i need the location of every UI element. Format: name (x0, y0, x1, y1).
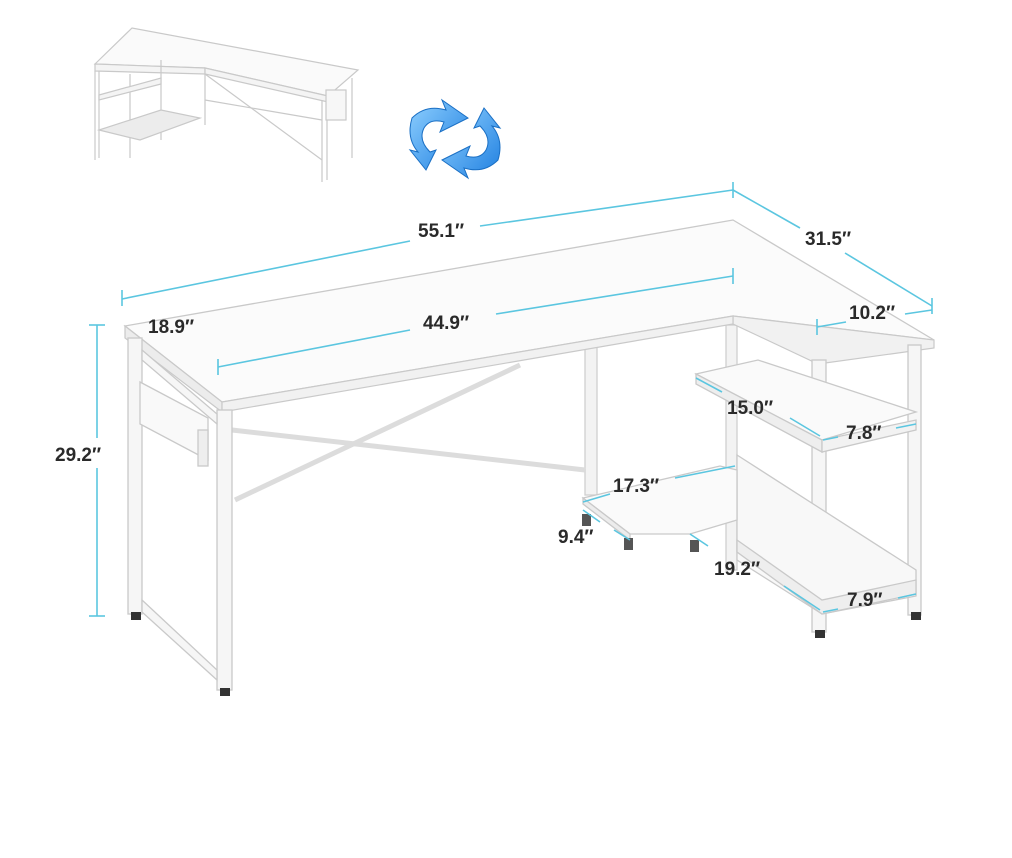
cpu-stand-length-label: 17.3″ (613, 476, 659, 497)
reversible-arrows-icon (408, 98, 502, 180)
main-depth-label: 18.9″ (148, 317, 194, 338)
cpu-stand-width-label: 9.4″ (558, 527, 594, 548)
thumbnail-desk (93, 27, 360, 182)
return-depth-label: 10.2″ (849, 303, 895, 324)
lower-shelf-depth-label: 7.9″ (847, 590, 883, 611)
overall-width-label: 31.5″ (805, 229, 851, 250)
upper-shelf-depth-label: 7.8″ (846, 423, 882, 444)
inner-length-label: 44.9″ (423, 313, 469, 334)
height-label: 29.2″ (55, 445, 101, 466)
upper-shelf-length-label: 15.0″ (727, 398, 773, 419)
l-desk (123, 219, 935, 696)
dimension-labels: 55.1″ 31.5″ 18.9″ 44.9″ 10.2″ 29.2″ 15.0… (55, 221, 895, 611)
lower-shelf-length-label: 19.2″ (714, 559, 760, 580)
overall-length-label: 55.1″ (418, 221, 464, 242)
dimension-lines (89, 182, 933, 617)
